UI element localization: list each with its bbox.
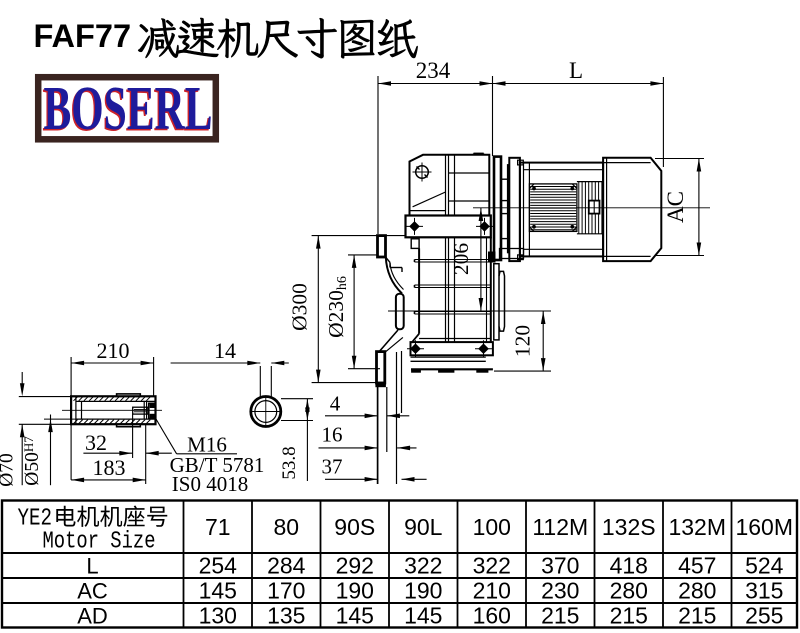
svg-text:130: 130 xyxy=(199,603,237,629)
svg-text:145: 145 xyxy=(404,603,442,629)
svg-text:210: 210 xyxy=(473,578,511,604)
svg-text:284: 284 xyxy=(267,553,306,579)
svg-text:145: 145 xyxy=(199,578,237,604)
svg-text:M16: M16 xyxy=(187,432,227,456)
svg-text:80: 80 xyxy=(273,514,299,540)
svg-text:Ø300: Ø300 xyxy=(288,283,312,331)
svg-text:BOSERL: BOSERL xyxy=(42,76,211,144)
svg-text:AD: AD xyxy=(77,604,108,629)
svg-text:53.8: 53.8 xyxy=(279,446,300,479)
svg-text:280: 280 xyxy=(610,578,648,604)
svg-text:BOSERL: BOSERL xyxy=(44,75,213,143)
svg-text:255: 255 xyxy=(745,603,783,629)
svg-text:280: 280 xyxy=(678,578,716,604)
svg-text:206: 206 xyxy=(449,243,473,276)
svg-text:315: 315 xyxy=(745,578,783,604)
svg-text:524: 524 xyxy=(745,553,784,579)
svg-text:234: 234 xyxy=(416,58,451,83)
svg-text:322: 322 xyxy=(473,553,511,579)
svg-text:457: 457 xyxy=(678,553,716,579)
svg-text:YE2: YE2 xyxy=(18,506,53,533)
svg-text:322: 322 xyxy=(404,553,442,579)
svg-text:90L: 90L xyxy=(404,514,443,540)
svg-text:Ø50H7: Ø50H7 xyxy=(21,436,43,486)
svg-text:L: L xyxy=(86,554,98,579)
svg-text:112M: 112M xyxy=(532,514,588,540)
svg-text:254: 254 xyxy=(199,553,238,579)
svg-text:100: 100 xyxy=(473,514,511,540)
svg-text:132S: 132S xyxy=(602,514,656,540)
svg-text:190: 190 xyxy=(404,578,442,604)
svg-text:190: 190 xyxy=(336,578,374,604)
svg-text:37: 37 xyxy=(322,455,343,479)
svg-text:230: 230 xyxy=(541,578,579,604)
svg-text:4: 4 xyxy=(330,392,341,416)
svg-text:215: 215 xyxy=(678,603,716,629)
svg-text:IS0 4018: IS0 4018 xyxy=(172,472,248,496)
svg-text:210: 210 xyxy=(97,338,130,363)
svg-text:Ø70: Ø70 xyxy=(0,453,18,487)
svg-text:160: 160 xyxy=(473,603,511,629)
svg-text:32: 32 xyxy=(85,430,107,455)
svg-text:L: L xyxy=(569,58,583,83)
svg-text:160M: 160M xyxy=(735,514,793,540)
svg-text:418: 418 xyxy=(610,553,648,579)
svg-text:120: 120 xyxy=(511,325,535,357)
svg-text:14: 14 xyxy=(214,338,236,363)
svg-text:FAF77: FAF77 xyxy=(34,18,132,54)
svg-text:90S: 90S xyxy=(334,514,375,540)
svg-text:370: 370 xyxy=(541,553,579,579)
svg-text:Motor Size: Motor Size xyxy=(43,529,156,556)
svg-text:145: 145 xyxy=(336,603,374,629)
svg-text:215: 215 xyxy=(610,603,648,629)
svg-text:132M: 132M xyxy=(668,514,726,540)
svg-text:215: 215 xyxy=(541,603,579,629)
svg-text:135: 135 xyxy=(267,603,305,629)
svg-text:16: 16 xyxy=(322,423,343,447)
svg-text:170: 170 xyxy=(267,578,305,604)
svg-text:AC: AC xyxy=(77,579,108,604)
svg-text:71: 71 xyxy=(205,514,231,540)
svg-text:Ø230h6: Ø230h6 xyxy=(324,276,350,338)
svg-text:183: 183 xyxy=(93,455,126,480)
svg-text:AC: AC xyxy=(663,191,688,223)
svg-text:GB/T 5781: GB/T 5781 xyxy=(170,453,265,477)
svg-text:292: 292 xyxy=(336,553,374,579)
